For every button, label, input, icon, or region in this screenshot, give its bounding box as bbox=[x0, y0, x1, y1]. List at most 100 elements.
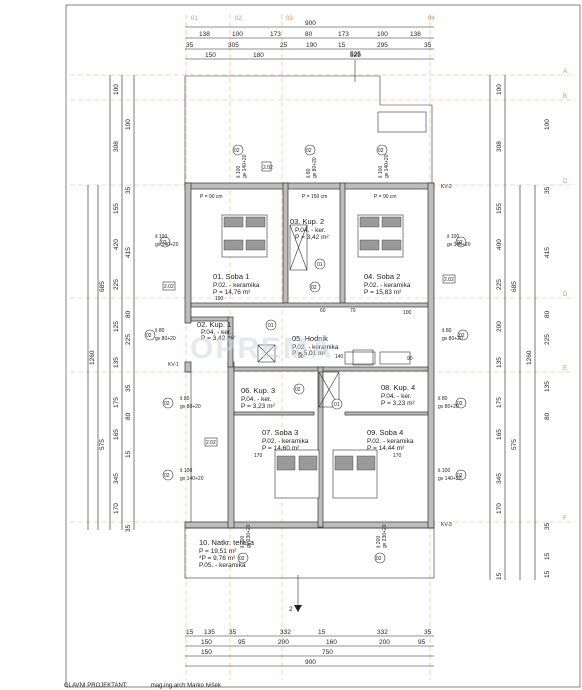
svg-text:80: 80 bbox=[125, 310, 132, 318]
svg-text:100: 100 bbox=[496, 84, 503, 95]
svg-text:138: 138 bbox=[410, 31, 421, 38]
room-label-soba-4: 09. Soba 4 P.02. - keramika P = 14,44 m² bbox=[367, 428, 414, 452]
svg-text:P = 15,83 m²: P = 15,83 m² bbox=[364, 289, 402, 296]
svg-text:295: 295 bbox=[377, 42, 388, 49]
svg-text:P.02. - keramika: P.02. - keramika bbox=[213, 282, 260, 289]
svg-text:P.04. - ker.: P.04. - ker. bbox=[241, 396, 272, 403]
svg-text:575: 575 bbox=[99, 439, 106, 450]
svg-text:15: 15 bbox=[338, 42, 346, 49]
svg-text:P = 5,01 m²: P = 5,01 m² bbox=[292, 350, 326, 357]
svg-text:415: 415 bbox=[125, 247, 132, 258]
svg-text:01. Soba 1: 01. Soba 1 bbox=[213, 272, 249, 281]
svg-text:225: 225 bbox=[125, 334, 132, 345]
svg-text:170: 170 bbox=[254, 453, 263, 459]
svg-text:01: 01 bbox=[334, 402, 340, 408]
grid-row-b: B bbox=[563, 94, 567, 100]
grid-row-c: C bbox=[563, 179, 568, 185]
beds bbox=[221, 214, 404, 499]
footer-label: GLAVNI PROJEKTANT: bbox=[64, 683, 128, 689]
svg-text:225: 225 bbox=[496, 279, 503, 290]
svg-text:P = 3,23 m²: P = 3,23 m² bbox=[381, 400, 415, 407]
svg-text:gv 230+20: gv 230+20 bbox=[382, 524, 388, 548]
svg-text:02: 02 bbox=[161, 240, 167, 246]
svg-text:02: 02 bbox=[295, 387, 301, 393]
room-label-soba-3: 07. Soba 3 P.02. - keramika P = 14,60 m² bbox=[262, 428, 309, 452]
svg-text:š 100: š 100 bbox=[236, 166, 242, 178]
svg-text:07. Soba 3: 07. Soba 3 bbox=[262, 428, 298, 437]
svg-text:01: 01 bbox=[317, 262, 323, 268]
svg-text:15: 15 bbox=[186, 629, 194, 636]
svg-text:P.02. - keramika: P.02. - keramika bbox=[262, 438, 309, 445]
room-label-hodnik: 05. Hodnik P.02. - keramika P = 5,01 m² bbox=[292, 334, 339, 357]
svg-text:135: 135 bbox=[496, 357, 503, 368]
svg-text:gv 80+20: gv 80+20 bbox=[180, 404, 201, 410]
svg-text:170: 170 bbox=[393, 453, 402, 459]
svg-text:175: 175 bbox=[496, 397, 503, 408]
svg-text:15: 15 bbox=[496, 572, 503, 580]
svg-text:900: 900 bbox=[305, 659, 316, 666]
svg-text:750: 750 bbox=[322, 649, 333, 656]
svg-text:308: 308 bbox=[496, 141, 503, 152]
svg-text:gv 140+20: gv 140+20 bbox=[180, 476, 204, 482]
svg-text:02: 02 bbox=[164, 401, 170, 407]
svg-text:332: 332 bbox=[377, 629, 388, 636]
svg-text:02: 02 bbox=[378, 148, 384, 154]
svg-text:135: 135 bbox=[204, 629, 215, 636]
svg-text:200: 200 bbox=[278, 639, 289, 646]
room-label-soba-1: 01. Soba 1 P.02. - keramika P = 14,76 m² bbox=[213, 272, 260, 296]
svg-text:02: 02 bbox=[164, 473, 170, 479]
grid-col-2: 02 bbox=[235, 16, 242, 22]
svg-text:02: 02 bbox=[459, 333, 465, 339]
svg-text:04. Soba 2: 04. Soba 2 bbox=[364, 272, 400, 281]
svg-text:P.04. - ker.: P.04. - ker. bbox=[381, 393, 412, 400]
svg-text:100: 100 bbox=[113, 84, 120, 95]
svg-text:P = 19,51 m²: P = 19,51 m² bbox=[199, 548, 237, 555]
svg-text:02: 02 bbox=[457, 473, 463, 479]
sheet-frame bbox=[65, 4, 581, 688]
svg-text:P = 3,42 m²: P = 3,42 m² bbox=[201, 335, 235, 342]
svg-text:02: 02 bbox=[457, 401, 463, 407]
svg-text:90: 90 bbox=[407, 356, 413, 362]
svg-text:35: 35 bbox=[544, 522, 551, 530]
svg-text:173: 173 bbox=[270, 31, 281, 38]
svg-text:400: 400 bbox=[496, 239, 503, 250]
top-dimensions: 900 138 100 173 80 173 100 138 35 305 25… bbox=[185, 20, 434, 60]
svg-text:š 100: š 100 bbox=[447, 234, 459, 240]
svg-text:95: 95 bbox=[238, 639, 246, 646]
svg-text:125: 125 bbox=[113, 321, 120, 332]
svg-text:gv 80+20: gv 80+20 bbox=[155, 336, 176, 342]
svg-text:P.04. - ker.: P.04. - ker. bbox=[201, 329, 232, 336]
svg-text:135: 135 bbox=[544, 381, 551, 392]
room-label-kup-1: 02. Kup. 1 P.04. - ker. P = 3,42 m² bbox=[197, 320, 235, 342]
room-label-kup-3: 06. Kup. 3 P.04. - ker. P = 3,23 m² bbox=[241, 386, 275, 410]
svg-text:1260: 1260 bbox=[526, 350, 533, 365]
svg-text:35: 35 bbox=[424, 629, 432, 636]
svg-text:P = 14,60 m²: P = 14,60 m² bbox=[262, 445, 300, 452]
svg-text:35: 35 bbox=[186, 42, 194, 49]
svg-text:2.02: 2.02 bbox=[206, 440, 216, 446]
svg-text:06. Kup. 3: 06. Kup. 3 bbox=[241, 386, 275, 395]
svg-text:415: 415 bbox=[544, 247, 551, 258]
svg-text:gv 140+20: gv 140+20 bbox=[242, 154, 248, 178]
svg-text:š 80: š 80 bbox=[442, 328, 452, 334]
svg-text:165: 165 bbox=[496, 429, 503, 440]
svg-text:02: 02 bbox=[146, 333, 152, 339]
svg-text:02: 02 bbox=[376, 556, 382, 562]
svg-text:200: 200 bbox=[379, 639, 390, 646]
svg-text:š 200: š 200 bbox=[376, 536, 382, 548]
svg-text:70: 70 bbox=[350, 308, 356, 314]
svg-text:175: 175 bbox=[113, 397, 120, 408]
svg-text:225: 225 bbox=[544, 334, 551, 345]
svg-text:138: 138 bbox=[199, 31, 210, 38]
svg-text:100: 100 bbox=[232, 31, 243, 38]
svg-text:15: 15 bbox=[125, 450, 132, 458]
svg-text:01: 01 bbox=[268, 323, 274, 329]
svg-text:155: 155 bbox=[496, 203, 503, 214]
bottom-dimensions: 15 135 35 332 15 332 35 150 95 200 160 2… bbox=[185, 629, 434, 667]
svg-text:gv 140+20: gv 140+20 bbox=[438, 476, 462, 482]
svg-text:173: 173 bbox=[338, 31, 349, 38]
svg-text:200: 200 bbox=[496, 321, 503, 332]
svg-text:gv 80+20: gv 80+20 bbox=[312, 157, 318, 178]
svg-text:P = 90 cm: P = 90 cm bbox=[200, 194, 223, 200]
